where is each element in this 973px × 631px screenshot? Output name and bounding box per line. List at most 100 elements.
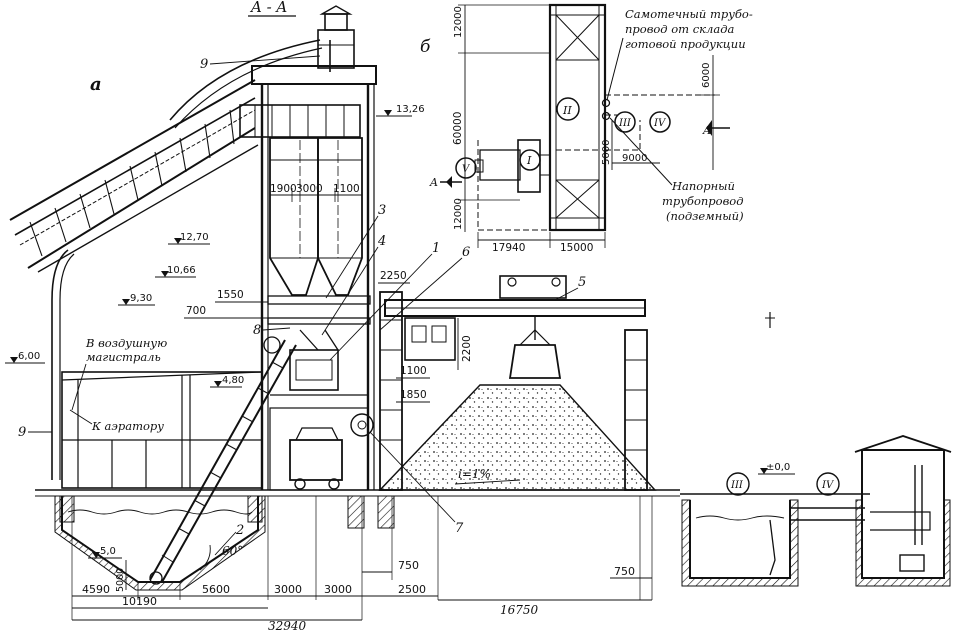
svg-text:1100: 1100 xyxy=(400,365,427,377)
svg-text:готовой продукции: готовой продукции xyxy=(625,37,746,51)
svg-text:3000: 3000 xyxy=(274,583,302,596)
level-0-0: ±0,0 xyxy=(758,462,795,475)
svg-text:12000: 12000 xyxy=(453,198,464,230)
svg-text:16750: 16750 xyxy=(500,603,539,617)
svg-text:12000: 12000 xyxy=(453,6,464,38)
level-9-30: 9,30 xyxy=(118,293,155,306)
svg-text:Напорный: Напорный xyxy=(671,179,735,193)
plan-building-ii xyxy=(548,3,607,232)
tank-circle-iii xyxy=(726,472,750,496)
callouts: 9 3 4 1 6 5 8 9 2 7 xyxy=(18,55,586,556)
view-a-label: а xyxy=(90,74,102,95)
ground xyxy=(35,489,680,591)
note-air-main-1: В воздушную xyxy=(85,336,167,350)
svg-text:4590: 4590 xyxy=(82,583,110,596)
callout-2: 2 xyxy=(235,523,244,538)
svg-text:4,80: 4,80 xyxy=(222,375,244,386)
svg-text:10,66: 10,66 xyxy=(167,265,196,276)
svg-text:32940: 32940 xyxy=(268,619,307,631)
svg-text:6000: 6000 xyxy=(701,63,712,88)
svg-text:60000: 60000 xyxy=(452,112,464,145)
svg-text:12,70: 12,70 xyxy=(180,232,209,243)
svg-text:5000: 5000 xyxy=(115,568,126,592)
callout-5: 5 xyxy=(578,275,586,290)
svg-text:6,00: 6,00 xyxy=(18,351,40,362)
level-12-70: 12,70 xyxy=(168,232,210,245)
svg-text:3000: 3000 xyxy=(324,583,352,596)
pump-station: III IV xyxy=(680,435,952,587)
plan-roman-v: V xyxy=(462,164,471,175)
svg-text:700: 700 xyxy=(186,305,206,317)
callout-6: 6 xyxy=(462,245,470,260)
plan-roman-i: I xyxy=(526,154,532,167)
svg-text:A: A xyxy=(429,176,438,189)
svg-text:5600: 5600 xyxy=(202,583,230,596)
slope-label: i=1% xyxy=(458,467,491,481)
titles: A - A а б xyxy=(90,0,431,95)
svg-text:10190: 10190 xyxy=(122,595,157,608)
svg-text:1900: 1900 xyxy=(270,183,297,195)
svg-text:III: III xyxy=(730,480,744,491)
callout-1: 1 xyxy=(432,241,440,256)
callout-7: 7 xyxy=(455,521,464,536)
svg-text:1100: 1100 xyxy=(333,183,360,195)
level-13-26: 13,26 xyxy=(376,104,425,117)
plan-roman-iii: III xyxy=(618,118,632,129)
svg-text:1550: 1550 xyxy=(217,289,244,301)
level-10-66: 10,66 xyxy=(155,265,196,278)
plan-roman-iv: IV xyxy=(653,118,667,129)
plan-circle-v xyxy=(455,157,477,179)
level-5-0: 5,0 xyxy=(88,546,122,559)
section-label: A - A xyxy=(249,0,287,16)
svg-text:9,30: 9,30 xyxy=(130,293,152,304)
callout-9-top: 9 xyxy=(200,57,208,72)
svg-text:2250: 2250 xyxy=(380,270,407,282)
svg-text:5,0: 5,0 xyxy=(100,546,116,557)
left-hall xyxy=(61,336,297,585)
plan-circle-iv xyxy=(649,111,671,133)
plan-section-arrows: A A xyxy=(429,120,730,189)
svg-text:750: 750 xyxy=(614,565,635,578)
angle-label: 60° xyxy=(222,544,243,558)
tank-circle-iv xyxy=(816,472,840,496)
stray-marks xyxy=(765,312,775,328)
svg-text:IV: IV xyxy=(821,480,835,491)
level-marks: 13,26 12,70 10,66 9,30 6,00 4,80 xyxy=(5,104,795,559)
level-4-80: 4,80 xyxy=(210,375,244,388)
plan-view: II I III IV V Самотечный трубо- провод о… xyxy=(429,3,753,254)
plan-dimensions: 12000 60000 12000 6000 5000 9000 17940 1… xyxy=(452,4,720,254)
svg-text:2200: 2200 xyxy=(461,335,473,362)
svg-text:1850: 1850 xyxy=(400,389,427,401)
svg-text:трубопровод: трубопровод xyxy=(662,194,743,208)
callout-4: 4 xyxy=(377,234,386,249)
svg-text:(подземный): (подземный) xyxy=(666,209,744,223)
note-pressure-pipe: Напорный трубопровод (подземный) xyxy=(609,117,744,223)
callout-9-left: 9 xyxy=(18,425,26,440)
inclined-gallery xyxy=(9,39,361,480)
warehouse xyxy=(350,275,657,491)
svg-text:A: A xyxy=(702,124,711,137)
upper-dimensions: 1900 3000 1100 1550 700 2250 2200 1100 1… xyxy=(184,183,473,403)
notes: В воздушную магистраль К аэратору i=1% 6… xyxy=(69,336,521,571)
plan-circle-iii xyxy=(614,111,636,133)
note-gravity-pipe: Самотечный трубо- провод от склада готов… xyxy=(606,7,753,101)
svg-text:5000: 5000 xyxy=(601,140,612,165)
svg-text:3000: 3000 xyxy=(296,183,323,195)
callout-3: 3 xyxy=(378,203,386,218)
note-aerator: К аэратору xyxy=(91,419,164,433)
svg-text:15000: 15000 xyxy=(560,242,593,254)
plan-roman-ii: II xyxy=(562,104,572,117)
svg-text:9000: 9000 xyxy=(622,153,647,164)
bottom-dimensions: 4590 5600 3000 3000 2500 750 750 10190 1… xyxy=(71,496,653,631)
svg-text:13,26: 13,26 xyxy=(396,104,425,115)
plan-circle-ii xyxy=(556,97,580,121)
view-b-label: б xyxy=(420,37,431,57)
plan-circle-i xyxy=(519,149,541,171)
note-air-main-2: магистраль xyxy=(86,350,161,364)
svg-text:17940: 17940 xyxy=(492,242,525,254)
svg-text:2500: 2500 xyxy=(398,583,426,596)
level-6-00: 6,00 xyxy=(5,351,45,364)
svg-text:Самотечный трубо-: Самотечный трубо- xyxy=(625,7,753,21)
svg-text:провод от склада: провод от склада xyxy=(625,22,735,36)
